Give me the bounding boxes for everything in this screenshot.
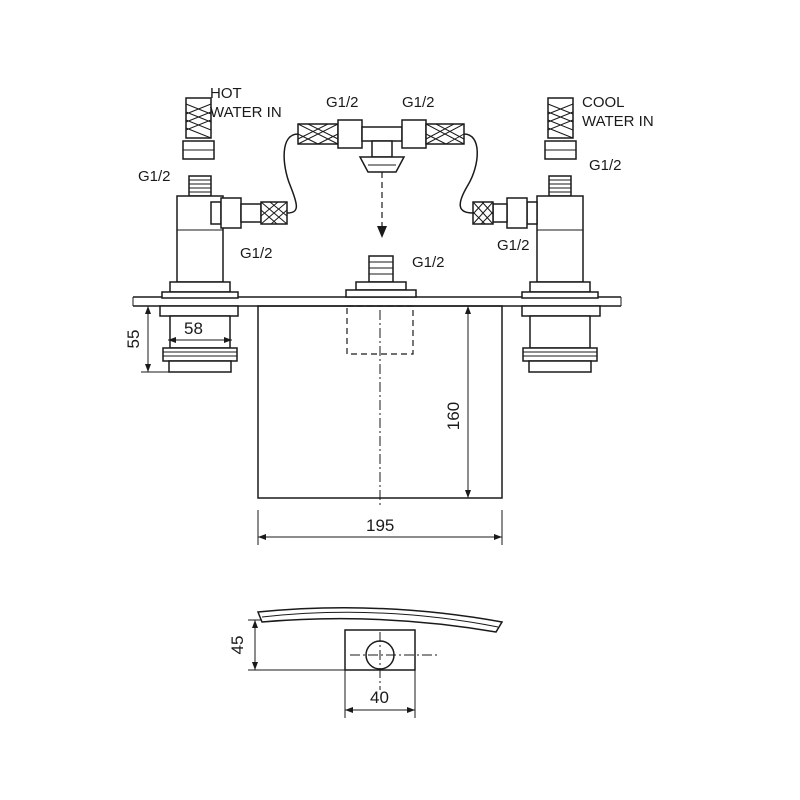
dim-text-45: 45 (228, 636, 247, 655)
hot-water-label-1: HOT (210, 85, 242, 102)
thread-label-tee-right: G1/2 (402, 94, 435, 111)
thread-label-hot-valve-side: G1/2 (240, 245, 273, 262)
dim-spout-width (257, 510, 503, 545)
cool-water-label-2: WATER IN (582, 113, 654, 130)
cool-water-label-1: COOL (582, 94, 625, 111)
dim-text-195: 195 (366, 516, 394, 535)
hot-supply-hose-connector (182, 97, 215, 160)
thread-label-hot-valve-top: G1/2 (138, 168, 171, 185)
hot-valve (161, 175, 288, 299)
dim-text-55: 55 (124, 330, 143, 349)
cool-supply-hose-connector (544, 97, 577, 160)
flow-arrow (377, 172, 387, 238)
dim-spout-height (465, 306, 471, 498)
spout-inlet (345, 255, 417, 298)
flexible-hoses (283, 133, 478, 214)
dim-text-58: 58 (184, 319, 203, 338)
hot-valve-tail (159, 305, 239, 373)
spout-profile (256, 607, 504, 690)
dim-profile-height (248, 619, 345, 671)
thread-label-cool-valve-side: G1/2 (497, 237, 530, 254)
spout-body (257, 305, 503, 508)
cool-valve-tail (521, 305, 601, 373)
dim-profile-width (344, 670, 416, 718)
thread-label-spout-inlet: G1/2 (412, 254, 445, 271)
thread-label-tee-left: G1/2 (326, 94, 359, 111)
dim-valve-width (168, 337, 232, 343)
dim-text-160: 160 (444, 402, 463, 430)
thread-label-cool-valve-top: G1/2 (589, 157, 622, 174)
tee-connector (297, 119, 465, 173)
cool-valve (472, 175, 599, 299)
hot-water-label-2: WATER IN (210, 104, 282, 121)
dim-valve-height (141, 305, 170, 373)
dim-text-40: 40 (370, 688, 389, 707)
